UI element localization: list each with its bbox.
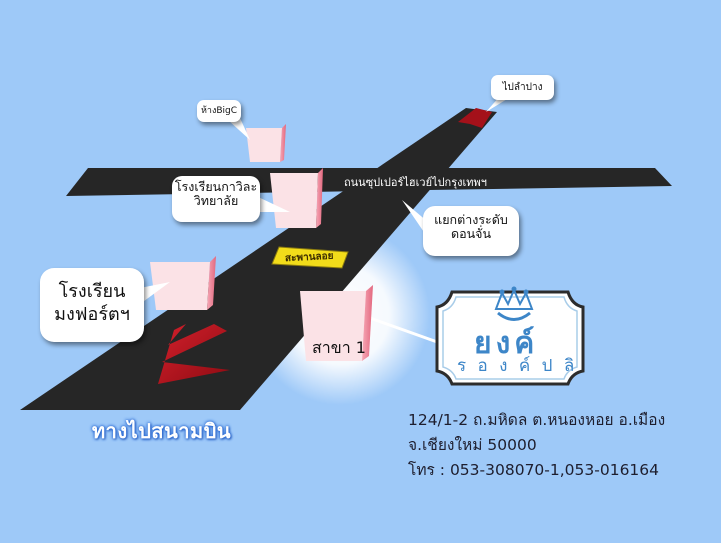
lampang-callout-label: ไปลำปาง (502, 82, 543, 93)
direction-arrow-icon (158, 324, 230, 384)
montfort-callout-line2: มงฟอร์ตฯ (54, 304, 130, 326)
kawila-callout-line1: โรงเรียนกาวิละ (174, 179, 258, 194)
address-phone: โทร : 053-308070-1,053-016164 (408, 461, 660, 479)
logo-panel (435, 290, 585, 386)
building-kawila (270, 168, 323, 228)
highway-label: ถนนซุปเปอร์ไฮเวย์ไปกรุงเทพฯ (344, 176, 487, 189)
lampang-callout-tail (486, 96, 512, 112)
intersection-callout: แยกต่างระดับ ดอนจั่น (423, 206, 519, 256)
bigc-callout-label: ห้างBigC (200, 106, 238, 116)
address-line2: จ.เชียงใหม่ 50000 (408, 436, 537, 454)
bigc-callout: ห้างBigC (197, 100, 241, 122)
logo-main-text: ยงค์ (474, 326, 539, 361)
kawila-callout-tail (256, 196, 290, 212)
bridge-label: สะพานลอย (284, 250, 334, 265)
airport-label: ทางไปสนามบิน (92, 419, 232, 443)
branch-label: สาขา 1 (312, 338, 366, 357)
bridge-sign (271, 246, 349, 269)
kawila-callout-line2: วิทยาลัย (193, 193, 239, 209)
address-line1: 124/1-2 ถ.มหิดล ต.หนองหอย อ.เมือง (408, 411, 666, 429)
building-bigc (246, 124, 286, 162)
crown-icon (494, 286, 534, 321)
bigc-callout-tail (228, 118, 250, 140)
intersection-callout-tail (402, 200, 428, 238)
logo-sub-text: ร อ ง ค์ ป ลิ (457, 356, 578, 376)
montfort-callout-tail (140, 282, 170, 304)
building-branch (300, 285, 373, 361)
branch-connector (369, 316, 441, 345)
montfort-callout-line1: โรงเรียน (58, 281, 126, 302)
lampang-arrow-icon (458, 108, 492, 128)
montfort-callout: โรงเรียน มงฟอร์ตฯ (40, 268, 144, 342)
intersection-callout-line1: แยกต่างระดับ (434, 212, 508, 227)
intersection-callout-line2: ดอนจั่น (450, 226, 492, 242)
address-block: 124/1-2 ถ.มหิดล ต.หนองหอย อ.เมือง จ.เชีย… (408, 408, 665, 483)
building-montfort (150, 256, 216, 310)
kawila-callout: โรงเรียนกาวิละ วิทยาลัย (172, 176, 260, 222)
lampang-callout: ไปลำปาง (491, 75, 554, 100)
